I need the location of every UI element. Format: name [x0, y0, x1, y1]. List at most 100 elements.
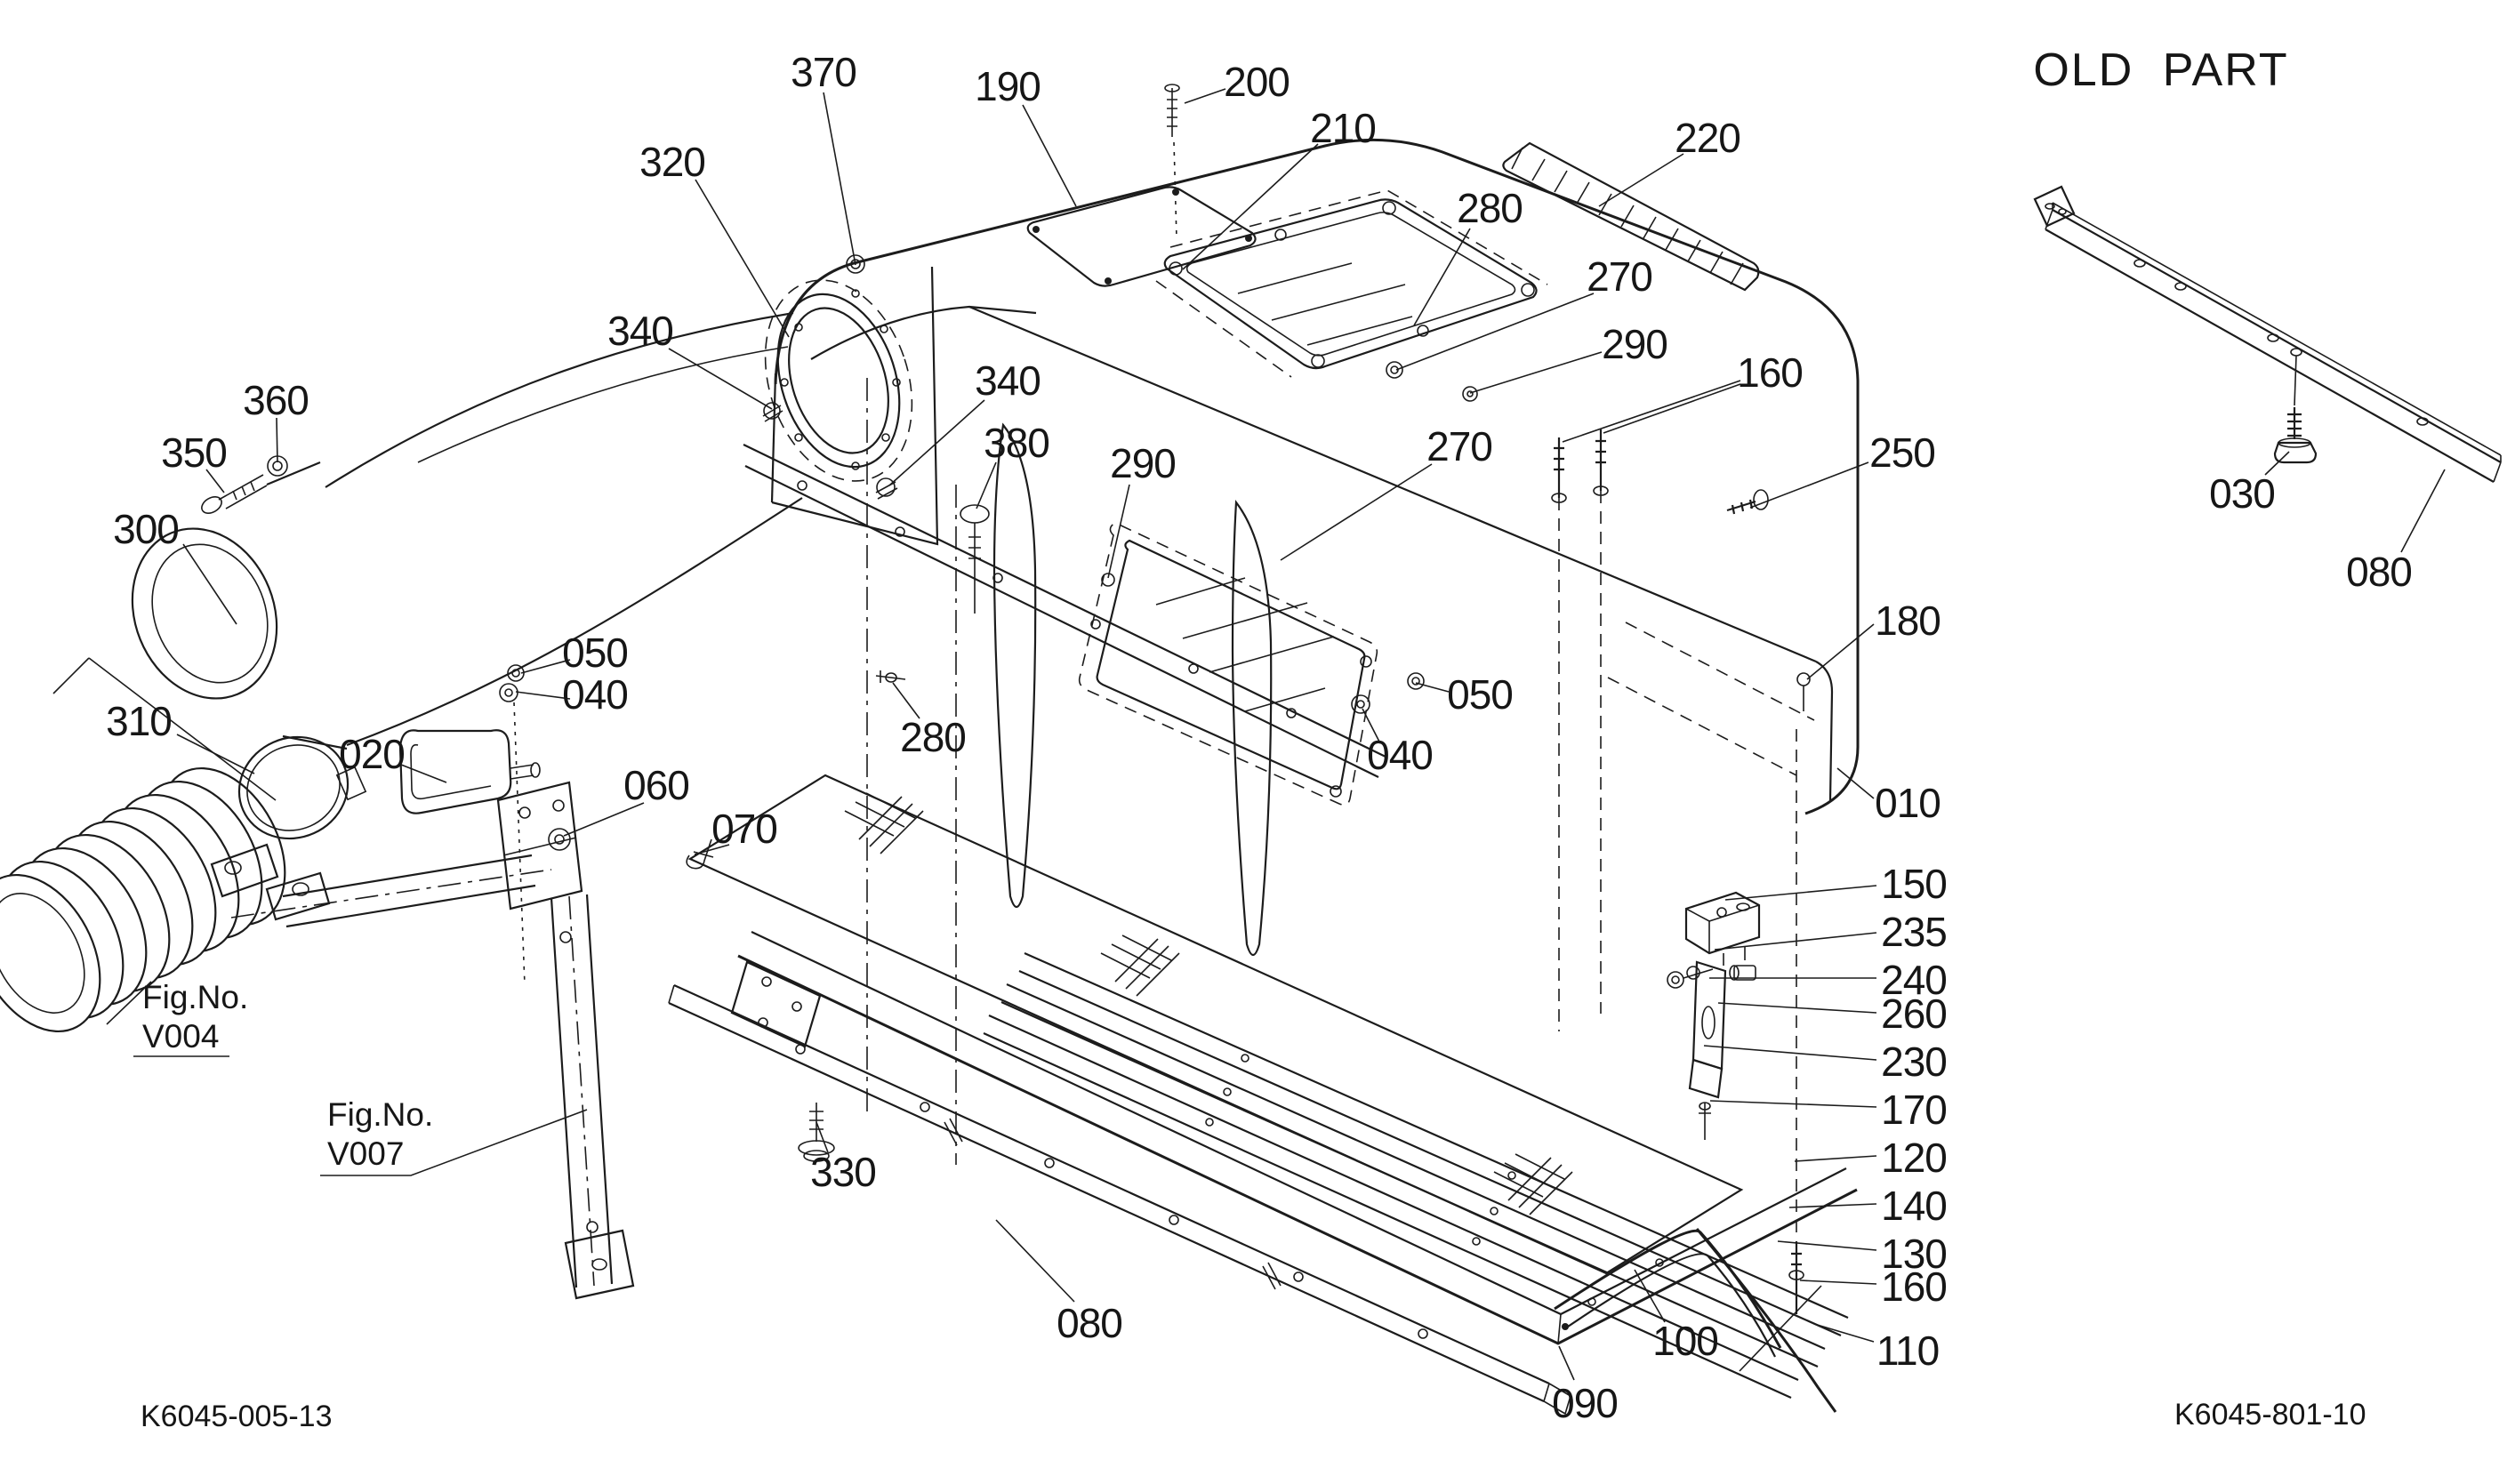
leader-line-050: [1415, 682, 1450, 693]
leader-line-170: [1709, 1100, 1877, 1108]
callout-290-17: 290: [1110, 440, 1176, 486]
leader-line-160: [1799, 1279, 1877, 1285]
leader-line-150: [1724, 885, 1877, 901]
callout-140-43: 140: [1881, 1183, 1947, 1229]
drawing-number-right: K6045-801-10: [2174, 1398, 2366, 1432]
flange-bolt-350: [201, 474, 268, 514]
fig-ref-v007: Fig.No. V007: [320, 1096, 588, 1176]
side-window-assembly: [875, 522, 1425, 806]
leader-line-030: [2264, 451, 2290, 476]
leader-line-310: [176, 734, 255, 774]
leader-line-11: [1603, 383, 1741, 434]
leader-line-270: [1280, 463, 1433, 561]
leader-line-050: [520, 659, 571, 674]
bolts-235: [1667, 966, 1714, 989]
callout-350-27: 350: [161, 429, 227, 476]
nut-050-right: [1407, 672, 1425, 690]
leader-line-280: [892, 682, 920, 719]
callout-050-19: 050: [1447, 671, 1513, 718]
leader-lines-layer: [176, 88, 2446, 1381]
old-part-title: OLD PART: [2033, 44, 2288, 96]
leader-line-290: [1107, 484, 1130, 579]
window-screw-280: [875, 670, 906, 683]
callout-060-24: 060: [623, 762, 689, 808]
callout-080-47: 080: [2346, 549, 2412, 595]
leader-line-220: [1598, 153, 1684, 207]
callout-260-39: 260: [1881, 991, 1947, 1037]
callout-360-28: 360: [243, 377, 309, 423]
callout-110-35: 110: [1876, 1328, 1939, 1374]
leader-line-040: [1362, 708, 1381, 744]
leader-line-080: [2400, 469, 2446, 553]
ring-bolt-340-right: [875, 477, 898, 500]
seal-strip-220: [1502, 141, 1760, 292]
callout-020-30: 020: [339, 731, 405, 777]
callout-235-37: 235: [1881, 909, 1947, 955]
fig-ref-v004: Fig.No. V004: [133, 979, 248, 1057]
callout-270-18: 270: [1426, 423, 1492, 469]
leader-line-380: [976, 461, 997, 509]
callout-170-41: 170: [1881, 1087, 1947, 1133]
leader-line-300: [182, 543, 237, 625]
leader-line-100: [1634, 1269, 1666, 1323]
leader-line-080: [995, 1219, 1075, 1303]
callout-160-10: 160: [1737, 349, 1803, 396]
leader-line-120: [1794, 1155, 1877, 1162]
leader-line-340: [888, 399, 985, 486]
callout-160-45: 160: [1881, 1263, 1947, 1310]
callout-080-32: 080: [1057, 1300, 1122, 1346]
deflector-chute-090: [737, 931, 1858, 1345]
leader-line-140: [1788, 1203, 1877, 1208]
old-part-strip: [2033, 185, 2502, 483]
drawing-number-left: K6045-005-13: [141, 1400, 333, 1433]
window-nut-270: [1386, 361, 1403, 379]
leader-line-070: [694, 844, 730, 855]
callout-320-1: 320: [639, 139, 705, 185]
old-part-bolt-030: [2273, 407, 2318, 464]
leader-line-090: [1558, 1345, 1575, 1381]
callout-330-31: 330: [810, 1149, 876, 1195]
window-nut-290: [1462, 386, 1478, 402]
callout-280-7: 280: [1457, 185, 1523, 231]
leader-line-370: [823, 92, 856, 266]
leader-line-210: [1182, 143, 1319, 270]
ring-nut-370: [846, 254, 865, 274]
leader-line-340: [668, 348, 773, 410]
leader-line-260: [1717, 1002, 1877, 1014]
mounting-strip-080: [668, 960, 1571, 1416]
callout-010-14: 010: [1875, 780, 1941, 826]
callout-230-40: 230: [1881, 1039, 1947, 1085]
latch-bracket-assembly: [1667, 891, 1761, 1140]
callout-250-12: 250: [1869, 429, 1935, 476]
lid-screw-200: [1164, 84, 1180, 239]
callout-150-36: 150: [1881, 861, 1947, 907]
callout-030-46: 030: [2209, 470, 2275, 517]
leader-line-060: [563, 802, 645, 837]
callout-380-16: 380: [984, 420, 1049, 466]
callout-240-38: 240: [1881, 957, 1947, 1003]
callout-050-22: 050: [562, 630, 628, 676]
callout-370-0: 370: [791, 49, 856, 95]
leader-line-130: [1777, 1240, 1877, 1251]
callout-090-33: 090: [1552, 1380, 1618, 1426]
inlet-ring-320: [762, 254, 990, 614]
suction-hose-v004: [0, 766, 286, 1033]
support-frame-v007: [210, 781, 635, 1300]
leader-line-330: [816, 1121, 829, 1153]
leader-line-020: [400, 764, 447, 783]
callout-040-23: 040: [562, 671, 628, 718]
pivot-240: [1729, 965, 1756, 981]
washer-040-left: [499, 683, 518, 702]
leader-line-180: [1806, 623, 1875, 680]
leader-line-290: [1469, 351, 1603, 394]
leader-line-320: [695, 179, 790, 338]
leader-line-040: [515, 691, 571, 700]
callout-130-44: 130: [1881, 1231, 1947, 1277]
panel-screw-380: [960, 504, 990, 614]
leader-line-010: [1836, 767, 1875, 799]
callout-070-25: 070: [711, 806, 777, 852]
leader-line-160: [1562, 380, 1741, 443]
callout-270-8: 270: [1587, 253, 1652, 300]
